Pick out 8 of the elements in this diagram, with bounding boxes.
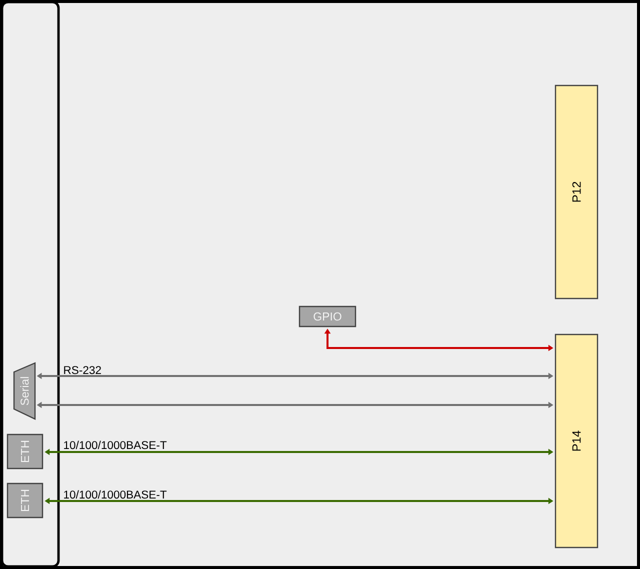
interface-box: ETH bbox=[6, 482, 44, 518]
connector-block: P14 bbox=[554, 334, 598, 548]
edge-label: 10/100/1000BASE-T bbox=[64, 490, 167, 499]
connector-block: P12 bbox=[554, 84, 598, 300]
interface-box: ETH bbox=[6, 434, 44, 470]
edge-label: 10/100/1000BASE-T bbox=[64, 440, 167, 450]
edge-label: RS-232 bbox=[64, 366, 101, 374]
interface-box: GPIO bbox=[298, 306, 356, 328]
